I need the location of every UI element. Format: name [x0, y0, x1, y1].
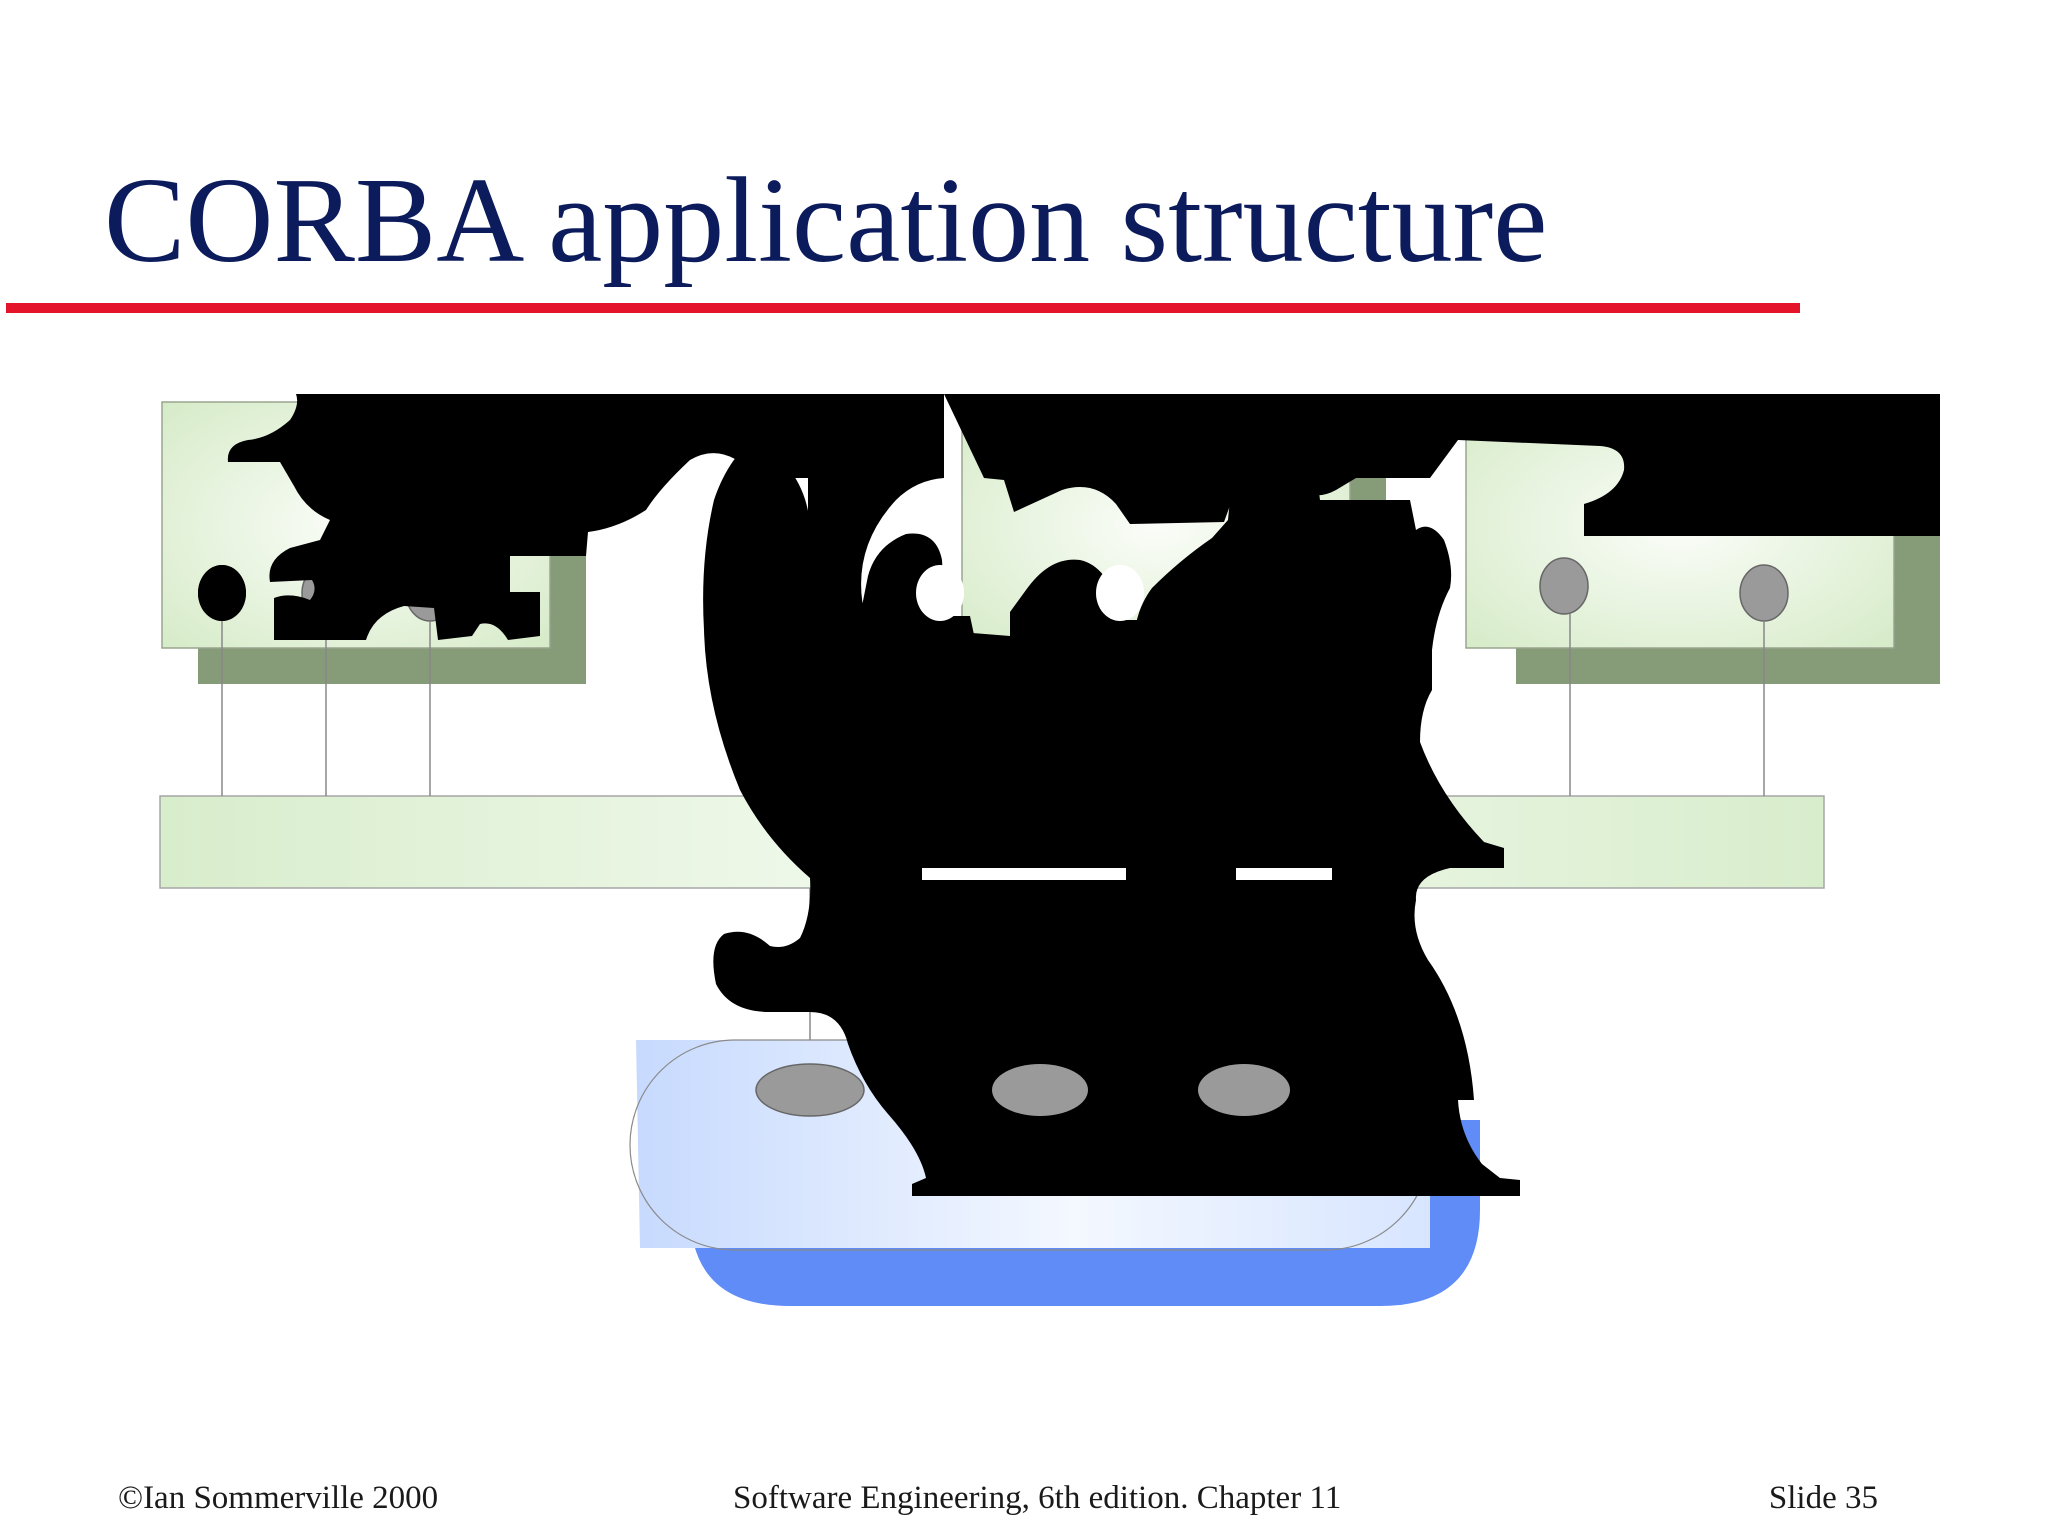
object-node — [198, 565, 246, 621]
obscured-label-blobs — [227, 394, 1940, 1196]
object-node — [1198, 1064, 1290, 1116]
footer-slide-number: Slide 35 — [1768, 1480, 1878, 1516]
object-node — [1739, 564, 1789, 622]
slide-title: CORBA application structure — [104, 153, 1548, 288]
label-blob — [860, 616, 1212, 720]
object-node — [916, 565, 964, 621]
footer-copyright: ©Ian Sommerville 2000 — [118, 1480, 439, 1516]
label-blob — [1092, 820, 1192, 876]
title-divider — [6, 303, 1800, 313]
object-node — [755, 1063, 865, 1117]
footer-book-title: Software Engineering, 6th edition. Chapt… — [733, 1480, 1342, 1516]
object-node — [1096, 565, 1144, 621]
blob-gap — [1236, 868, 1332, 880]
foreground-object-nodes — [198, 565, 1290, 1116]
object-node — [992, 1064, 1088, 1116]
label-blob — [1234, 820, 1334, 876]
label-blob — [944, 394, 1940, 536]
blob-gap — [922, 868, 1126, 880]
object-node — [1539, 557, 1589, 615]
blob-highlights — [916, 565, 1332, 880]
